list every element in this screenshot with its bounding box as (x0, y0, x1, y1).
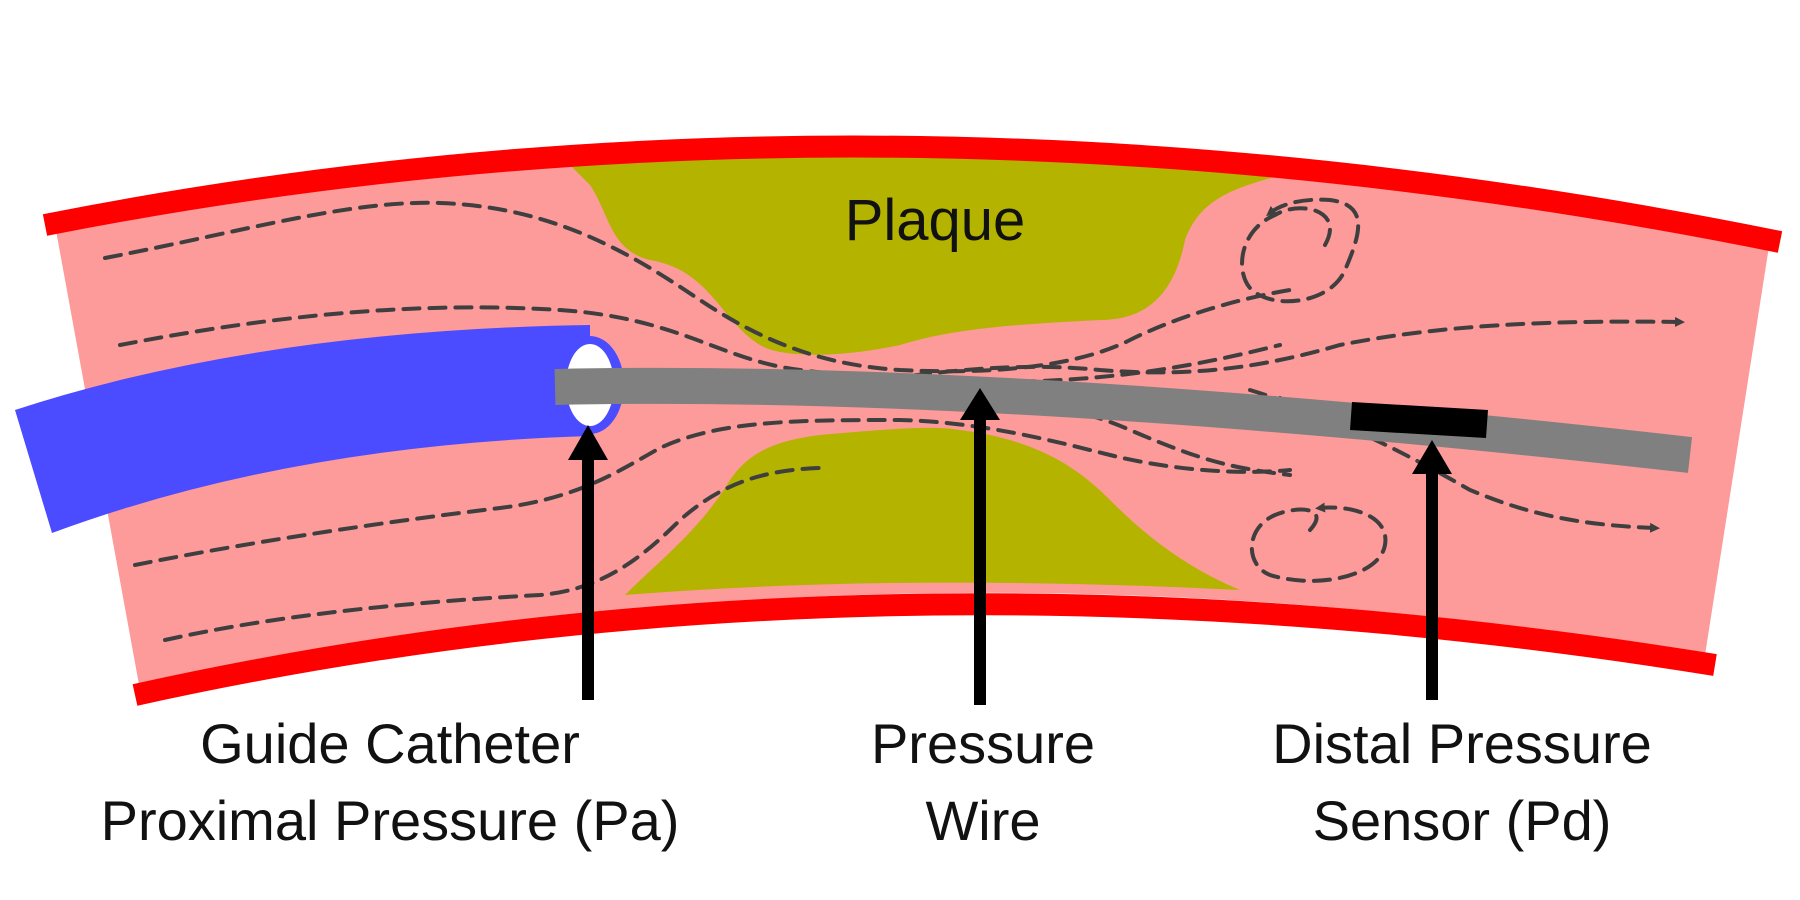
plaque-top (555, 140, 1315, 355)
wire-label-line1: Pressure (871, 712, 1095, 775)
flow-line-2 (118, 305, 1282, 384)
arrow-catheter-head (568, 425, 608, 460)
flow-line-1 (103, 200, 1292, 374)
distal-pressure-sensor (1350, 402, 1488, 438)
vessel-wall-top (42, 135, 1783, 253)
catheter-label-line1: Guide Catheter (200, 712, 580, 775)
eddy-bottom (1249, 502, 1388, 583)
pressure-wire (554, 367, 1693, 473)
flow-line-6 (1248, 388, 1660, 533)
eddy-top (1240, 197, 1361, 304)
sensor-label-line2: Sensor (Pd) (1313, 789, 1612, 852)
vessel-lumen (55, 146, 1770, 691)
catheter-label-line2: Proximal Pressure (Pa) (101, 789, 680, 852)
plaque-bottom (625, 427, 1240, 595)
sensor-label-line1: Distal Pressure (1272, 712, 1652, 775)
guide-catheter (15, 325, 590, 533)
vessel-wall-bottom (132, 593, 1717, 706)
arrow-wire-head (960, 388, 1000, 420)
flow-line-5 (133, 417, 1292, 567)
pointer-arrows (568, 388, 1452, 705)
arrow-sensor-head (1412, 440, 1452, 474)
flow-line-3 (758, 316, 1685, 402)
wire-label-line2: Wire (925, 789, 1040, 852)
flow-line-7 (163, 466, 822, 642)
plaque-label: Plaque (845, 188, 1026, 253)
